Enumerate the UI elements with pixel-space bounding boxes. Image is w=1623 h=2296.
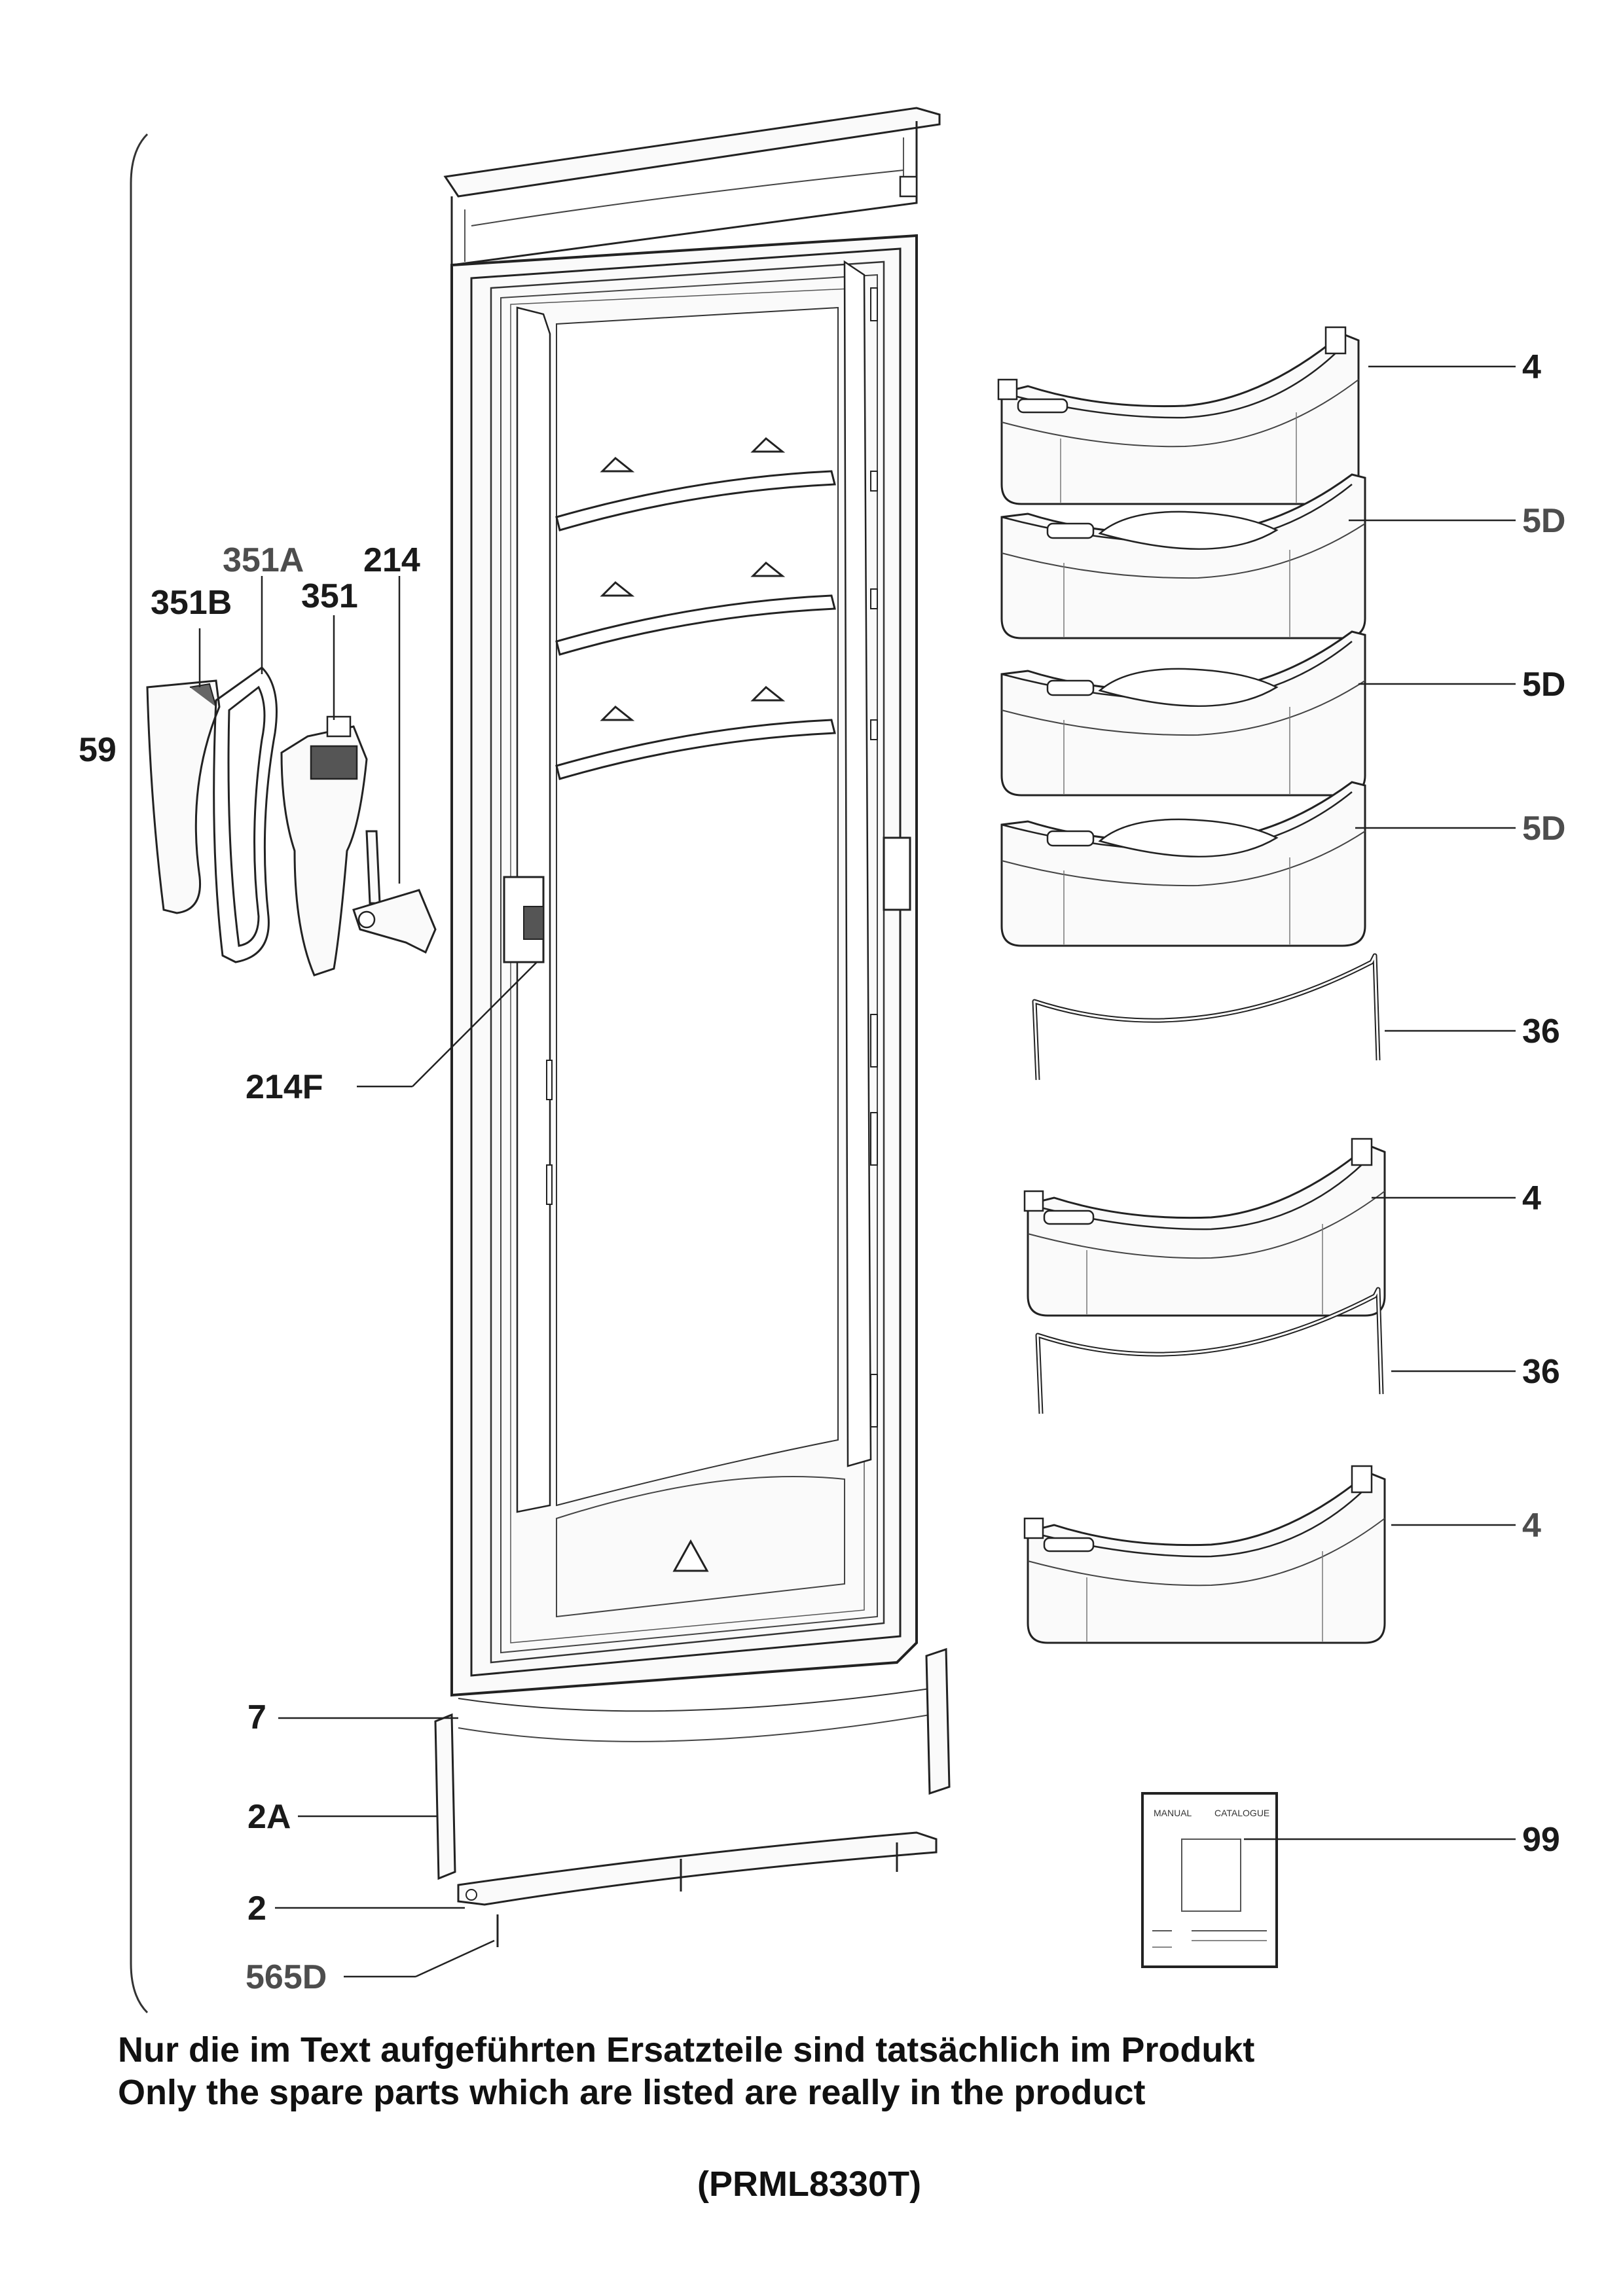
note-english: Only the spare parts which are listed ar… [118,2073,1146,2112]
label-part-351b: 351B [151,584,232,622]
door-top-cap [443,107,941,266]
recycle-icon [672,1539,709,1572]
leader-lines [198,365,1516,1978]
label-part-5d-1: 5D [1522,502,1566,540]
label-part-4-top: 4 [1522,348,1541,386]
door-bottom-trim [458,1687,930,1742]
label-part-59: 59 [79,731,117,769]
bottom-plate-2 [457,1831,938,1947]
handle-body-351 [280,715,368,977]
label-part-36-top: 36 [1522,1013,1560,1050]
label-part-351: 351 [301,577,358,615]
label-part-214f: 214F [246,1068,323,1106]
manual-header-left: MANUAL [1154,1808,1192,1818]
bracket-59 [130,133,149,2014]
wire-bar-36-top [1034,956,1378,1080]
model-number: (PRML8330T) [697,2164,922,2204]
shelf-rails [555,437,836,780]
side-trim-2a [434,1647,951,1880]
door-bin-5d-3 [1000,781,1366,947]
label-part-99: 99 [1522,1821,1560,1859]
label-part-2: 2 [247,1890,266,1928]
label-part-7: 7 [247,1698,266,1736]
door-frame [450,234,918,1697]
handle-gasket-351a [213,666,278,963]
note-german: Nur die im Text aufgeführten Ersatzteile… [118,2030,1255,2070]
label-part-351a: 351A [223,541,304,579]
handle-cover-351b [146,679,221,914]
label-part-5d-2: 5D [1522,666,1566,704]
manual-header-right: CATALOGUE [1214,1808,1269,1818]
label-part-2a: 2A [247,1798,291,1836]
latch-214 [352,830,437,954]
door-bin-4-top [997,326,1360,505]
door-bin-5d-2 [1000,630,1366,797]
label-part-36-bottom: 36 [1522,1353,1560,1391]
door-bin-4-bottom [1023,1465,1386,1644]
label-part-214: 214 [363,541,420,579]
label-part-4-mid: 4 [1522,1179,1541,1217]
door-bin-4-mid [1023,1138,1386,1317]
manual-booklet-99 [1141,1792,1278,1968]
label-part-5d-3: 5D [1522,810,1566,848]
label-part-4-bottom: 4 [1522,1507,1541,1545]
label-part-565d: 565D [246,1958,327,1996]
